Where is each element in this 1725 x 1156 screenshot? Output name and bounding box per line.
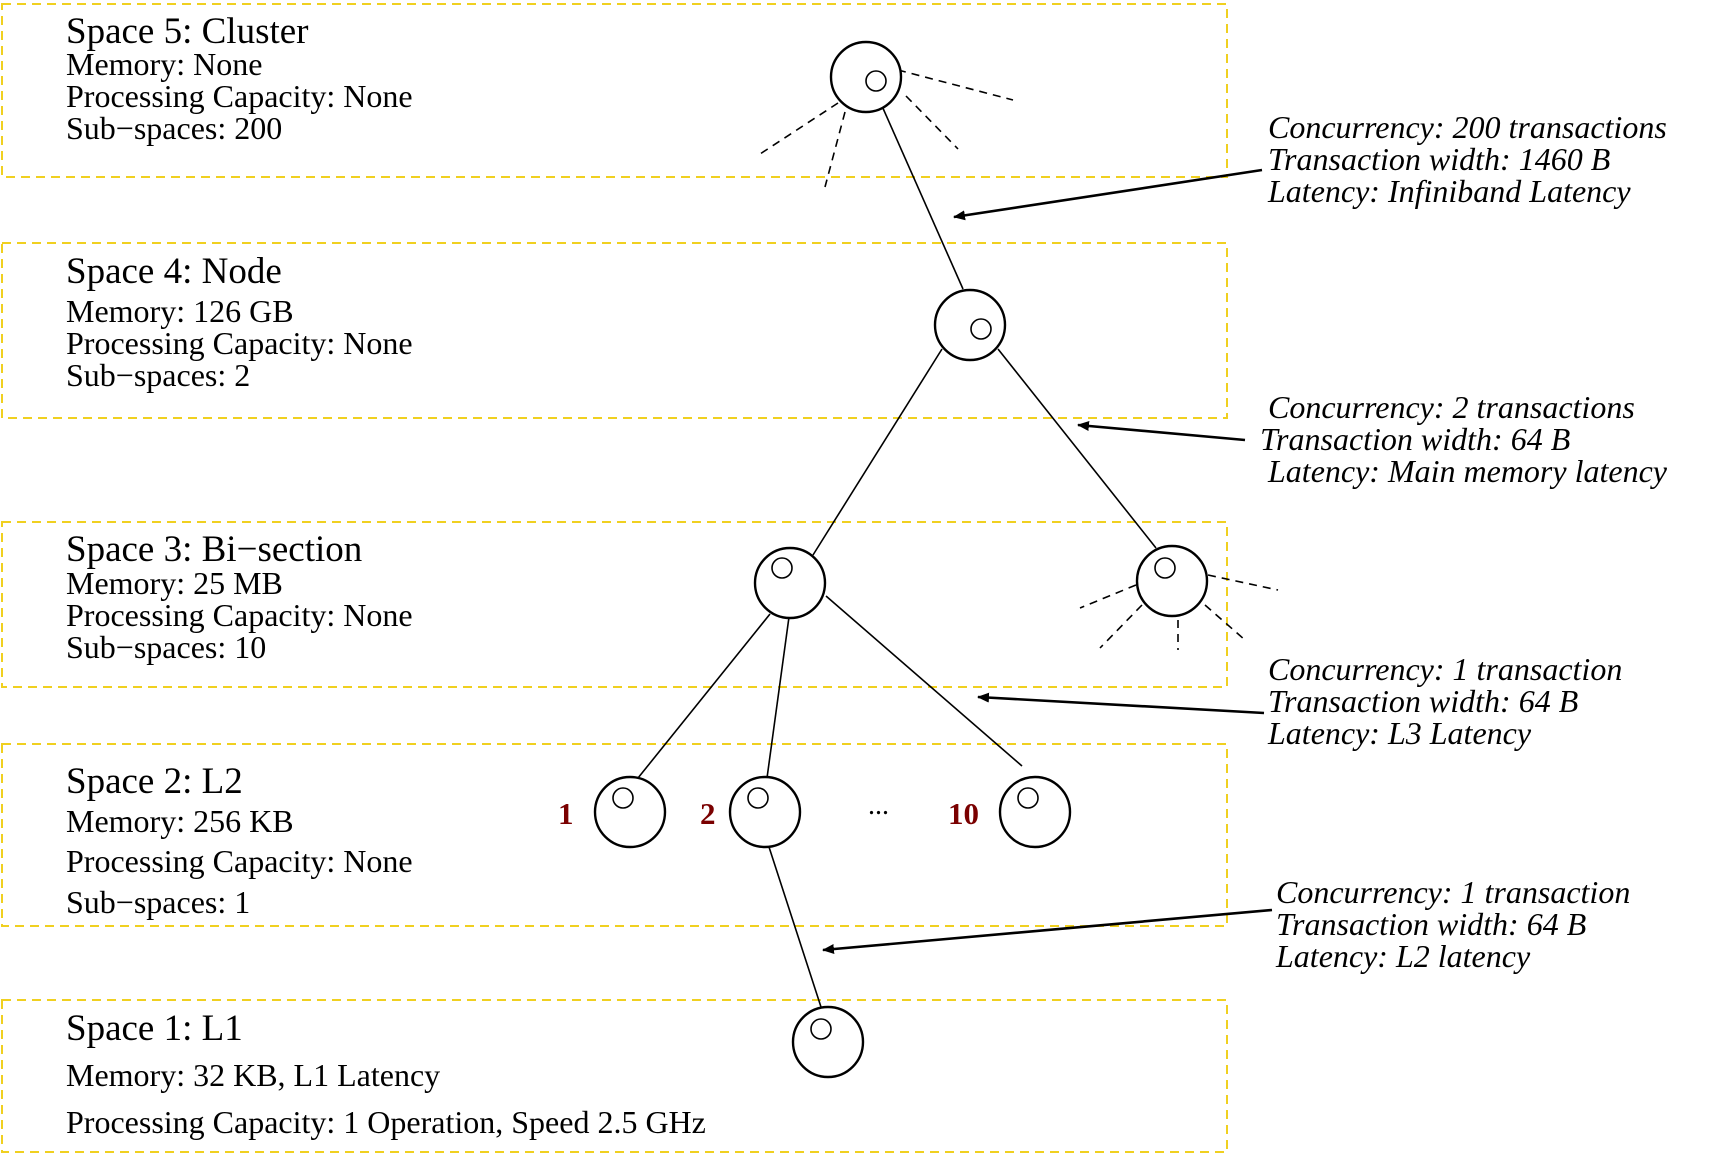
- space-3-subspaces: Sub−spaces: 10: [66, 629, 266, 665]
- l2-ellipsis: ...: [868, 790, 889, 821]
- cluster-fanout-2: [905, 95, 959, 150]
- link-3-width: Transaction width: 64 B: [1268, 683, 1578, 719]
- space-2-processing: Processing Capacity: None: [66, 843, 413, 879]
- bisection-node-right: [1135, 544, 1209, 618]
- bisection-fanout-2: [1204, 604, 1246, 641]
- link-arrow-cluster-node: [953, 168, 1263, 221]
- link-1-latency: Latency: Infiniband Latency: [1267, 173, 1631, 209]
- cluster-fanout-4: [756, 102, 839, 157]
- space-2-title: Space 2: L2: [66, 761, 243, 802]
- l2-node-2: [728, 775, 802, 849]
- edge-bisection-l2-10: [825, 595, 1023, 767]
- link-1-concurrency: Concurrency: 200 transactions: [1268, 109, 1667, 145]
- link-4-latency: Latency: L2 latency: [1275, 938, 1531, 974]
- l1-node: [791, 1005, 865, 1079]
- space-1-box: [1, 999, 1228, 1153]
- space-1-title: Space 1: L1: [66, 1008, 243, 1049]
- edge-node-bisection-right: [997, 348, 1157, 549]
- space-2-subspaces: Sub−spaces: 1: [66, 884, 250, 920]
- l2-node-1: [593, 775, 667, 849]
- link-arrow-l2-l1: [822, 908, 1273, 955]
- l2-node-10: [998, 775, 1072, 849]
- space-2-memory: Memory: 256 KB: [66, 803, 294, 839]
- space-4-memory: Memory: 126 GB: [66, 293, 294, 329]
- space-3-processing: Processing Capacity: None: [66, 597, 413, 633]
- cluster-fanout-1: [897, 69, 1014, 101]
- space-4-processing: Processing Capacity: None: [66, 325, 413, 361]
- l2-label-1: 1: [558, 796, 574, 831]
- edge-bisection-l2-1: [637, 613, 771, 779]
- link-2-width: Transaction width: 64 B: [1260, 421, 1570, 457]
- cluster-node: [829, 40, 903, 114]
- space-5-subspaces: Sub−spaces: 200: [66, 110, 282, 146]
- l2-label-2: 2: [700, 796, 716, 831]
- link-2-latency: Latency: Main memory latency: [1267, 453, 1668, 489]
- space-1-memory: Memory: 32 KB, L1 Latency: [66, 1057, 440, 1093]
- edge-l2-l1: [768, 846, 822, 1008]
- link-4-concurrency: Concurrency: 1 transaction: [1276, 874, 1630, 910]
- space-3-memory: Memory: 25 MB: [66, 565, 283, 601]
- node-node: [933, 288, 1007, 362]
- link-arrow-bisection-l2: [977, 692, 1265, 715]
- link-4-width: Transaction width: 64 B: [1276, 906, 1586, 942]
- link-3-concurrency: Concurrency: 1 transaction: [1268, 651, 1622, 687]
- space-5-processing: Processing Capacity: None: [66, 78, 413, 114]
- edge-node-bisection-left: [812, 348, 943, 556]
- space-5-box: [1, 3, 1228, 178]
- link-2-concurrency: Concurrency: 2 transactions: [1268, 389, 1635, 425]
- bisection-fanout-1: [1207, 574, 1279, 591]
- link-1-width: Transaction width: 1460 B: [1268, 141, 1610, 177]
- space-4-title: Space 4: Node: [66, 251, 282, 292]
- l2-label-10: 10: [948, 796, 979, 831]
- link-arrow-node-bisection: [1077, 421, 1246, 442]
- link-3-latency: Latency: L3 Latency: [1267, 715, 1532, 751]
- bisection-fanout-5: [1079, 584, 1137, 609]
- space-5-title: Space 5: Cluster: [66, 11, 309, 52]
- space-3-box: [1, 521, 1228, 688]
- space-2-box: [1, 743, 1228, 927]
- edge-cluster-node: [881, 105, 964, 290]
- space-4-box: [1, 242, 1228, 419]
- cluster-fanout-3: [824, 111, 846, 188]
- space-4-subspaces: Sub−spaces: 2: [66, 357, 250, 393]
- edge-bisection-l2-2: [766, 616, 790, 779]
- bisection-fanout-4: [1099, 604, 1143, 649]
- space-3-title: Space 3: Bi−section: [66, 529, 362, 570]
- bisection-node-left: [753, 546, 827, 620]
- space-5-memory: Memory: None: [66, 46, 262, 82]
- space-1-processing: Processing Capacity: 1 Operation, Speed …: [66, 1104, 706, 1140]
